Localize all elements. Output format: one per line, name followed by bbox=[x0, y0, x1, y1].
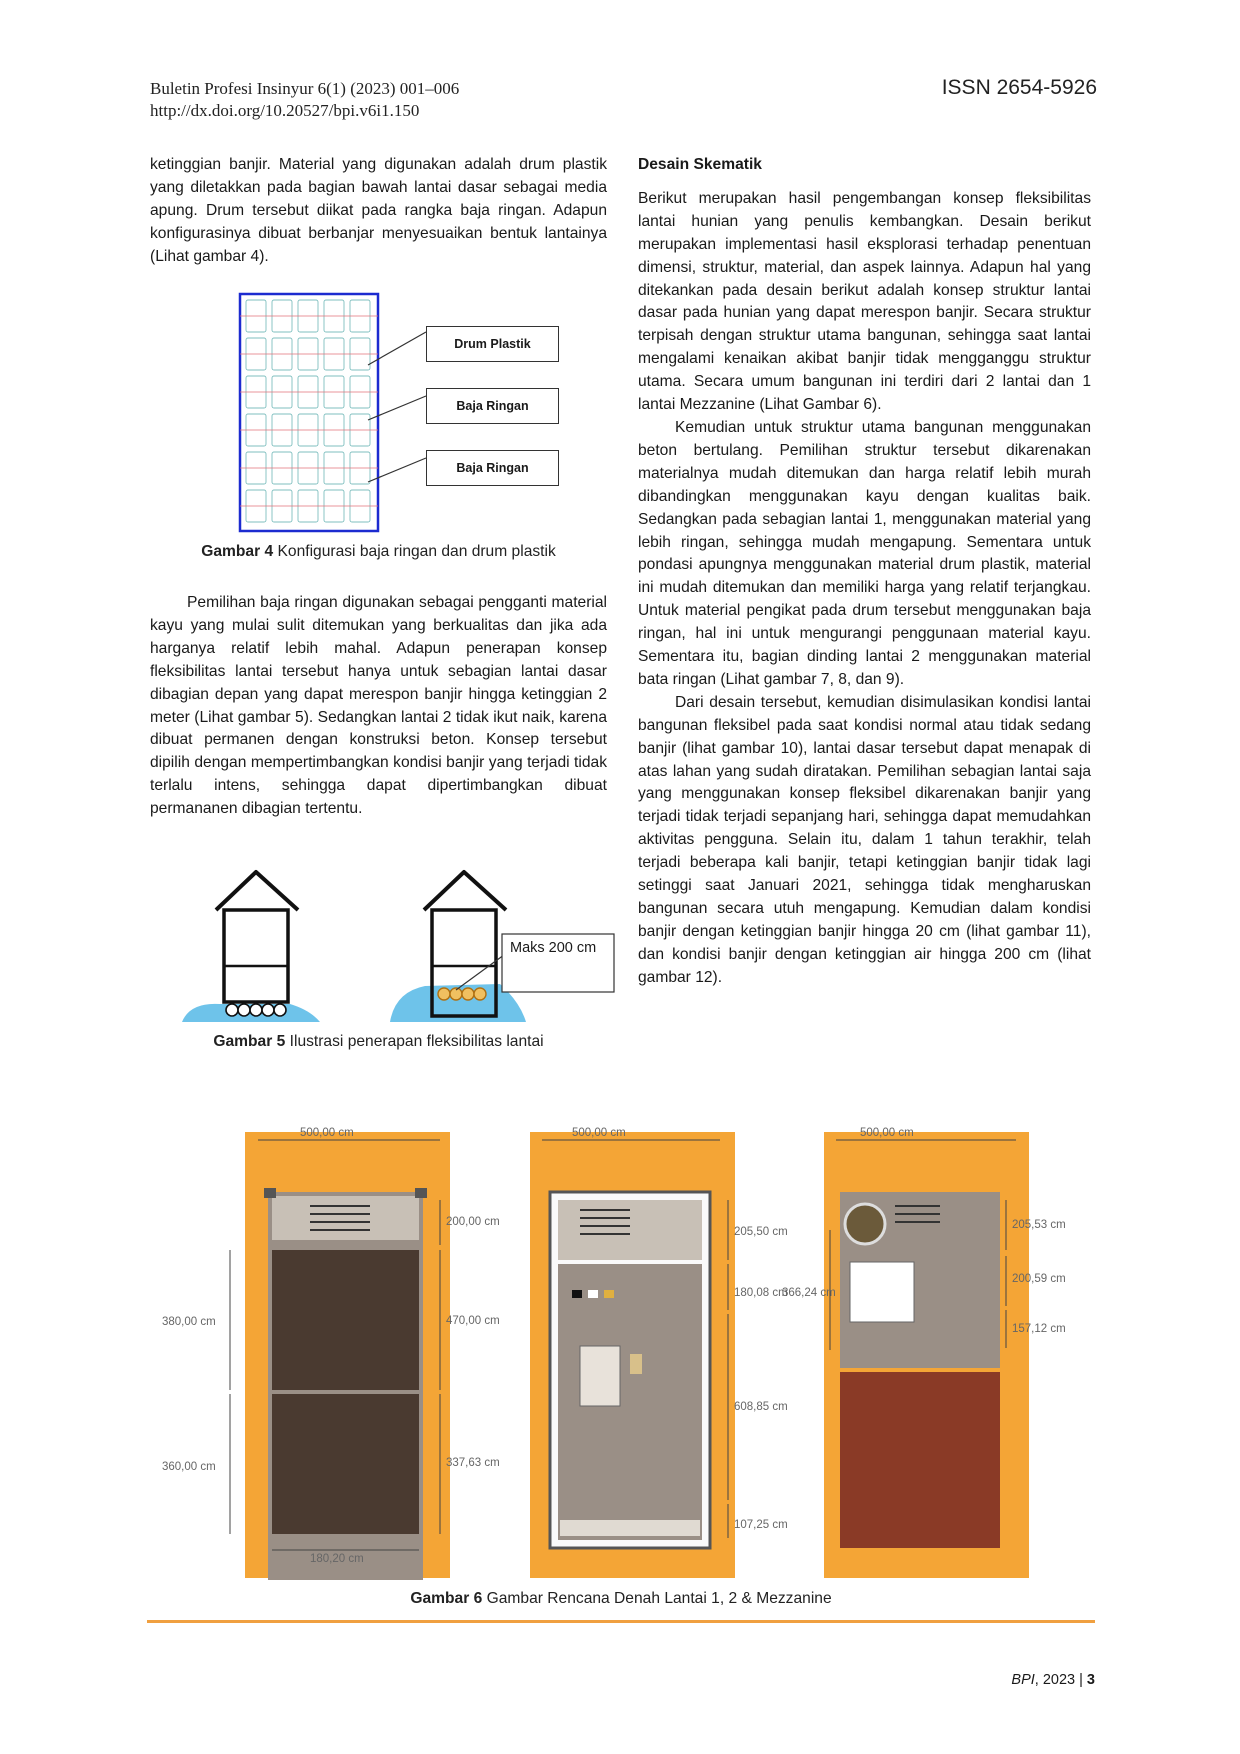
paragraph: Pemilihan baja ringan digunakan sebagai … bbox=[150, 594, 607, 818]
left-body: Pemilihan baja ringan digunakan sebagai … bbox=[150, 592, 607, 821]
paragraph: Kemudian untuk struktur utama bangunan m… bbox=[638, 418, 1091, 688]
page-number: 3 bbox=[1086, 1672, 1095, 1688]
left-intro: ketinggian banjir. Material yang digunak… bbox=[150, 154, 607, 269]
plan-mezzanine: 500,00 cm 366,24 cm 205,53 cm 200,59 cm … bbox=[782, 1127, 1066, 1578]
caption-text: Gambar Rencana Denah Lantai 1, 2 & Mezza… bbox=[482, 1590, 832, 1607]
caption-number: Gambar 6 bbox=[410, 1590, 483, 1607]
section-title: Desain Skematik bbox=[638, 156, 762, 173]
figure-5-caption: Gambar 5 Ilustrasi penerapan fleksibilit… bbox=[150, 1033, 607, 1051]
footer-journal: BPI bbox=[1011, 1672, 1035, 1688]
journal-line: Buletin Profesi Insinyur 6(1) (2023) 001… bbox=[150, 79, 460, 98]
footer: BPI, 2023 | 3 bbox=[1011, 1672, 1095, 1688]
journal-header: Buletin Profesi Insinyur 6(1) (2023) 001… bbox=[150, 78, 459, 122]
caption-number: Gambar 5 bbox=[213, 1033, 286, 1050]
plan3-left-dim: 366,24 cm bbox=[782, 1287, 836, 1299]
plan1-right-dim-2: 470,00 cm bbox=[446, 1315, 500, 1327]
plan2-right-dim-2: 180,08 cm bbox=[734, 1287, 788, 1299]
label-drum-plastik: Drum Plastik bbox=[426, 326, 559, 362]
max-height-label: Maks 200 cm bbox=[510, 940, 597, 956]
plan1-left-dim-1: 380,00 cm bbox=[162, 1316, 216, 1328]
figure-4-caption: Gambar 4 Konfigurasi baja ringan dan dru… bbox=[150, 543, 607, 561]
figure-4-leaders bbox=[367, 331, 427, 483]
plan3-right-dim-3: 157,12 cm bbox=[1012, 1323, 1066, 1335]
caption-text: Ilustrasi penerapan fleksibilitas lantai bbox=[285, 1033, 544, 1050]
figure-4-drawing bbox=[238, 292, 427, 533]
paragraph: Berikut merupakan hasil pengembangan kon… bbox=[638, 189, 1091, 414]
house-flood bbox=[390, 870, 615, 1022]
plan-1: 500,00 cm 380,00 cm 360,00 cm 200,00 cm … bbox=[162, 1127, 500, 1580]
label-baja-ringan-1: Baja Ringan bbox=[426, 388, 559, 424]
plan1-right-dim-1: 200,00 cm bbox=[446, 1216, 500, 1228]
plan2-top-dim: 500,00 cm bbox=[572, 1127, 626, 1139]
caption-text: Konfigurasi baja ringan dan drum plastik bbox=[273, 543, 556, 560]
caption-number: Gambar 4 bbox=[201, 543, 274, 560]
plan3-top-dim: 500,00 cm bbox=[860, 1127, 914, 1139]
right-column: Desain Skematik Berikut merupakan hasil … bbox=[638, 154, 1091, 990]
drum-grid bbox=[238, 292, 380, 533]
plan3-right-dim-1: 205,53 cm bbox=[1012, 1219, 1066, 1231]
issn: ISSN 2654-5926 bbox=[941, 76, 1097, 99]
plan2-right-dim-4: 107,25 cm bbox=[734, 1519, 788, 1531]
plan3-right-dim-2: 200,59 cm bbox=[1012, 1273, 1066, 1285]
plan1-left-dim-2: 360,00 cm bbox=[162, 1461, 216, 1473]
label-baja-ringan-2: Baja Ringan bbox=[426, 450, 559, 486]
doi-line: http://dx.doi.org/10.20527/bpi.v6i1.150 bbox=[150, 101, 420, 120]
plan2-right-dim-1: 205,50 cm bbox=[734, 1226, 788, 1238]
house-normal bbox=[182, 870, 320, 1022]
figure-6-drawing: 500,00 cm 380,00 cm 360,00 cm 200,00 cm … bbox=[162, 1127, 1066, 1580]
footer-rule bbox=[147, 1620, 1095, 1623]
figure-5-drawing bbox=[182, 870, 615, 1022]
plan-2: 500,00 cm 205,50 cm 180,08 cm 608,85 cm … bbox=[530, 1127, 788, 1578]
plan2-right-dim-3: 608,85 cm bbox=[734, 1401, 788, 1413]
paragraph: ketinggian banjir. Material yang digunak… bbox=[150, 156, 607, 265]
plan1-bottom-dim: 180,20 cm bbox=[310, 1553, 364, 1565]
footer-year: , 2023 | bbox=[1034, 1672, 1087, 1688]
paragraph: Dari desain tersebut, kemudian disimulas… bbox=[638, 693, 1091, 986]
figure-6-caption: Gambar 6 Gambar Rencana Denah Lantai 1, … bbox=[150, 1590, 1092, 1608]
plan1-top-dim: 500,00 cm bbox=[300, 1127, 354, 1139]
plan1-right-dim-3: 337,63 cm bbox=[446, 1457, 500, 1469]
